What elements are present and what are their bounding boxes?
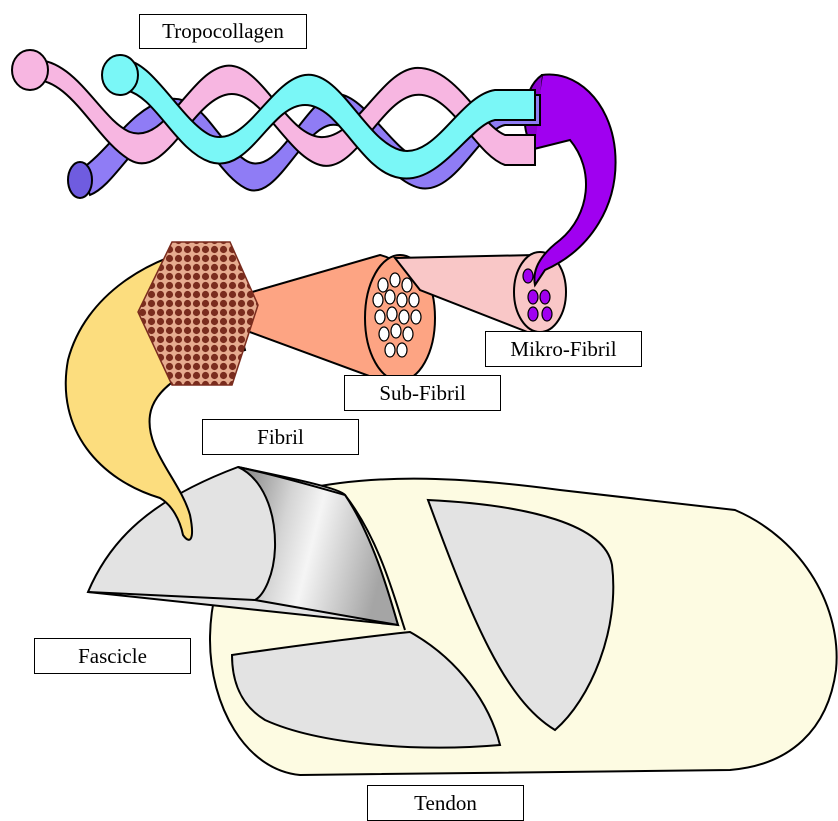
- label-mikro-fibril: Mikro-Fibril: [485, 331, 642, 367]
- label-fascicle: Fascicle: [34, 638, 191, 674]
- label-fibril: Fibril: [202, 419, 359, 455]
- label-tendon: Tendon: [367, 785, 524, 821]
- label-tropocollagen: Tropocollagen: [139, 14, 307, 49]
- tropocollagen-helix: [12, 50, 540, 198]
- label-sub-fibril: Sub-Fibril: [344, 375, 501, 411]
